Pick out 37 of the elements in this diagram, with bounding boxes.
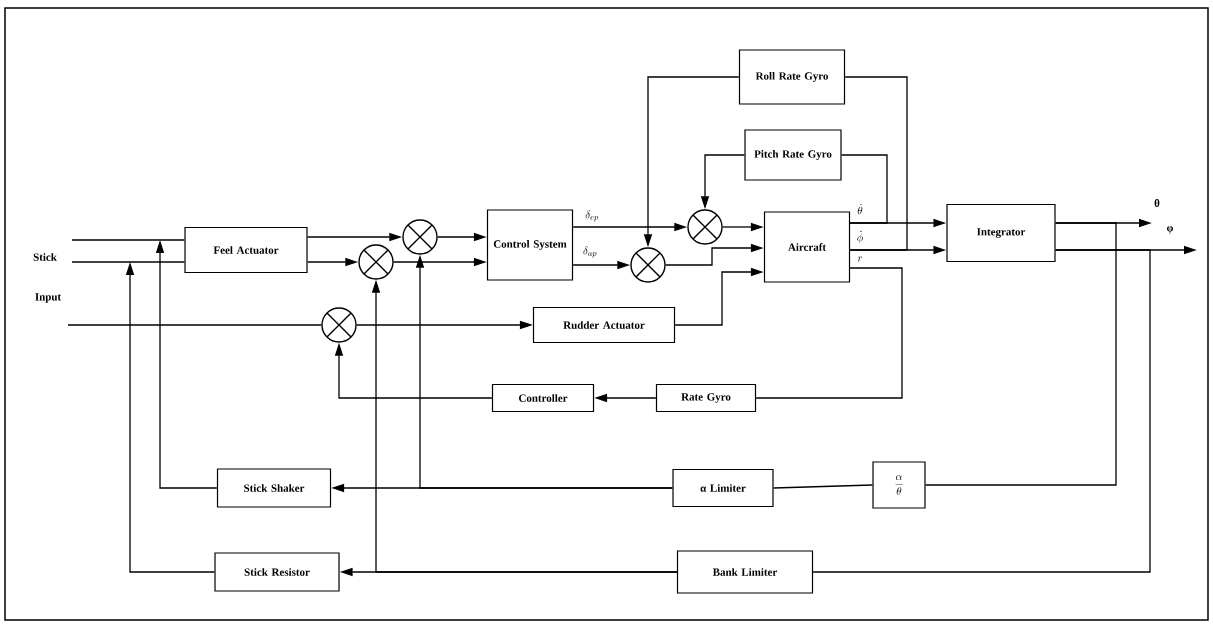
block-box: Control System <box>486 209 574 281</box>
edge-label: $\delta_{ep}$ <box>584 209 600 223</box>
block-box: Pitch Rate Gyro <box>744 129 842 181</box>
connector-line <box>67 324 322 326</box>
summing-junction <box>358 244 394 280</box>
edge-label: $\dot{\theta}$ <box>856 202 864 216</box>
block-box: Rate Gyro <box>655 383 757 413</box>
connector-line <box>812 249 1151 573</box>
summing-junction <box>402 219 438 255</box>
signal-label: Stick <box>33 253 57 261</box>
block-box: Stick Resistor <box>214 552 340 592</box>
connector-line <box>844 76 908 251</box>
connector-line <box>71 261 186 263</box>
block-box: Rudder Actuator <box>532 306 676 344</box>
summing-junction <box>687 209 723 245</box>
edge-label: θ <box>1153 198 1161 208</box>
summing-junction <box>630 247 666 283</box>
block-box: Stick Shaker <box>216 468 332 508</box>
block-box: Roll Rate Gyro <box>738 49 846 105</box>
summing-junction <box>321 307 357 343</box>
block-box: $\frac{\alpha}{\theta}$ <box>872 461 926 509</box>
edge-label: φ <box>1165 225 1175 235</box>
block-box: Feel Actuator <box>184 226 308 274</box>
connector-line <box>924 222 1117 486</box>
block-box: Integrator <box>946 203 1056 263</box>
connector-line <box>840 154 888 224</box>
block-box: Controller <box>491 383 595 413</box>
edge-label: $\delta_{ap}$ <box>581 245 599 259</box>
edge-label: $r$ <box>856 255 864 263</box>
connector-line <box>71 239 186 241</box>
block-box: Aircraft <box>763 211 851 283</box>
block-box: Bank Limiter <box>676 550 814 594</box>
signal-label: Input <box>35 293 62 303</box>
connector-line <box>755 267 903 399</box>
connector-line <box>772 484 874 489</box>
edge-label: $\dot{\phi}$ <box>855 229 865 245</box>
block-box: α Limiter <box>672 468 774 508</box>
